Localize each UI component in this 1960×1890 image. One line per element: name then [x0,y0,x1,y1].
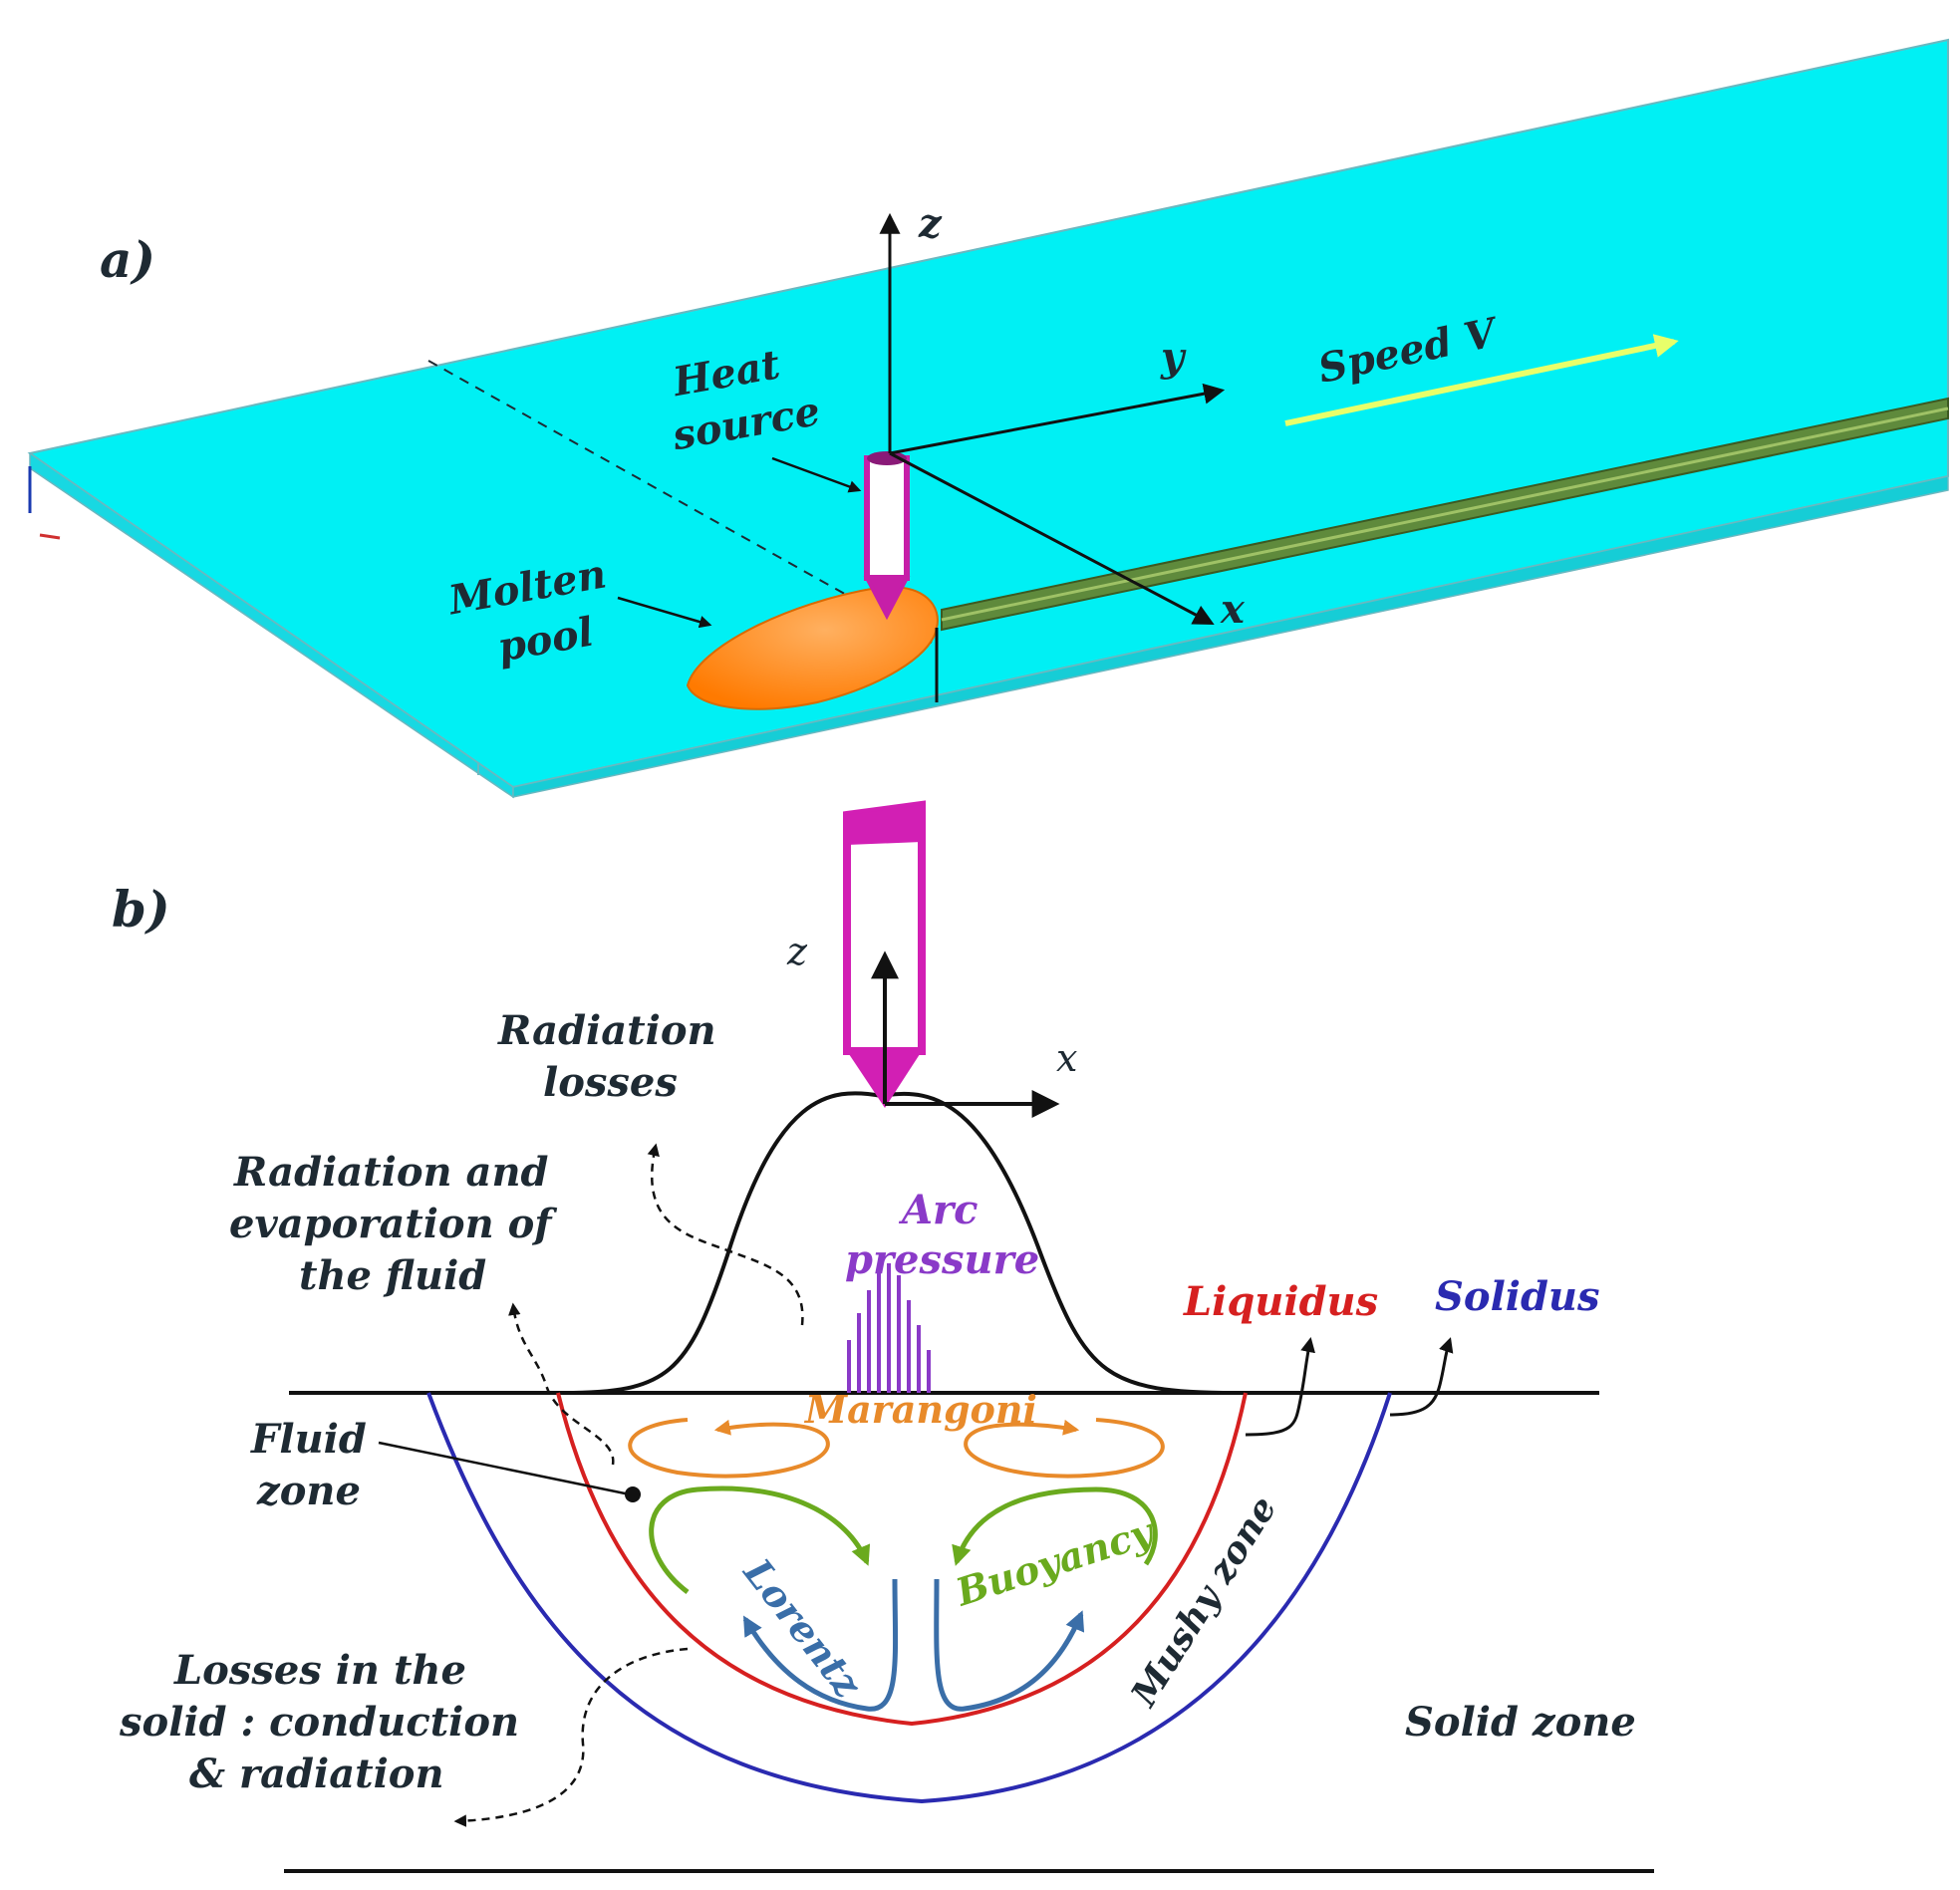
radiation-losses-line-2: losses [543,1059,678,1106]
axis-z-label-b: z [786,930,808,973]
marangoni-flow [628,1418,1165,1479]
section-dashed-line [427,360,933,644]
radiation-evaporation-line-3: the fluid [299,1252,486,1299]
liquidus-pointer [1245,1337,1316,1437]
fluid-zone-dot [625,1486,641,1502]
speed-arrow [1284,334,1679,426]
radiation-evaporation-line-2: evaporation of [229,1201,557,1247]
fluid-zone-line-2: zone [256,1468,361,1514]
panel-a: a) z y x Heat source Molten pool Speed V [27,38,1949,799]
solidus-curve [426,1392,1392,1804]
losses-solid-line-3: & radiation [189,1751,444,1797]
panel-b-label: b) [112,880,170,939]
marangoni-label: Marangoni [803,1387,1037,1432]
axis-y-arrow [889,383,1226,455]
losses-solid-line-1: Losses in the [173,1647,466,1694]
panel-b: b) z x [112,800,1654,1873]
solidus-pointer [1389,1337,1454,1417]
molten-pool-pointer [617,596,712,629]
panel-a-label: a) [100,230,155,289]
axis-z-label: z [918,200,943,247]
fluid-zone-pointer [378,1441,631,1496]
plate-top-face [27,38,1949,789]
axis-x-arrow [889,451,1215,625]
heat-source-pointer [771,456,862,493]
solid-losses-arrow [453,1647,689,1827]
arc-pressure-line-2: pressure [845,1236,1039,1283]
arc-pressure-line-1: Arc [898,1187,978,1233]
axis-x-label-b: x [1056,1036,1077,1080]
buoyancy-flow [649,1485,1158,1594]
liquidus-label: Liquidus [1183,1278,1378,1325]
solidus-label: Solidus [1435,1273,1600,1320]
evaporation-arrow [508,1302,615,1466]
axis-y-label: y [1160,334,1187,381]
heat-source-torch [863,451,911,621]
solid-zone-label: Solid zone [1405,1699,1636,1746]
plate-side-face [512,475,1949,798]
lorentz-flow [742,1578,1085,1712]
radiation-losses-line-1: Radiation [497,1007,716,1054]
heat-source-torch-b [843,800,926,1108]
axis-x-label: x [1220,586,1246,633]
molten-pool-shape [686,586,939,710]
fluid-zone-line-1: Fluid [250,1416,367,1463]
losses-solid-line-2: solid : conduction [119,1699,519,1746]
radiation-losses-arrow [647,1143,804,1326]
liquidus-curve [556,1392,1248,1727]
radiation-evaporation-line-1: Radiation and [233,1149,549,1196]
arc-pressure-bars [847,1263,931,1393]
